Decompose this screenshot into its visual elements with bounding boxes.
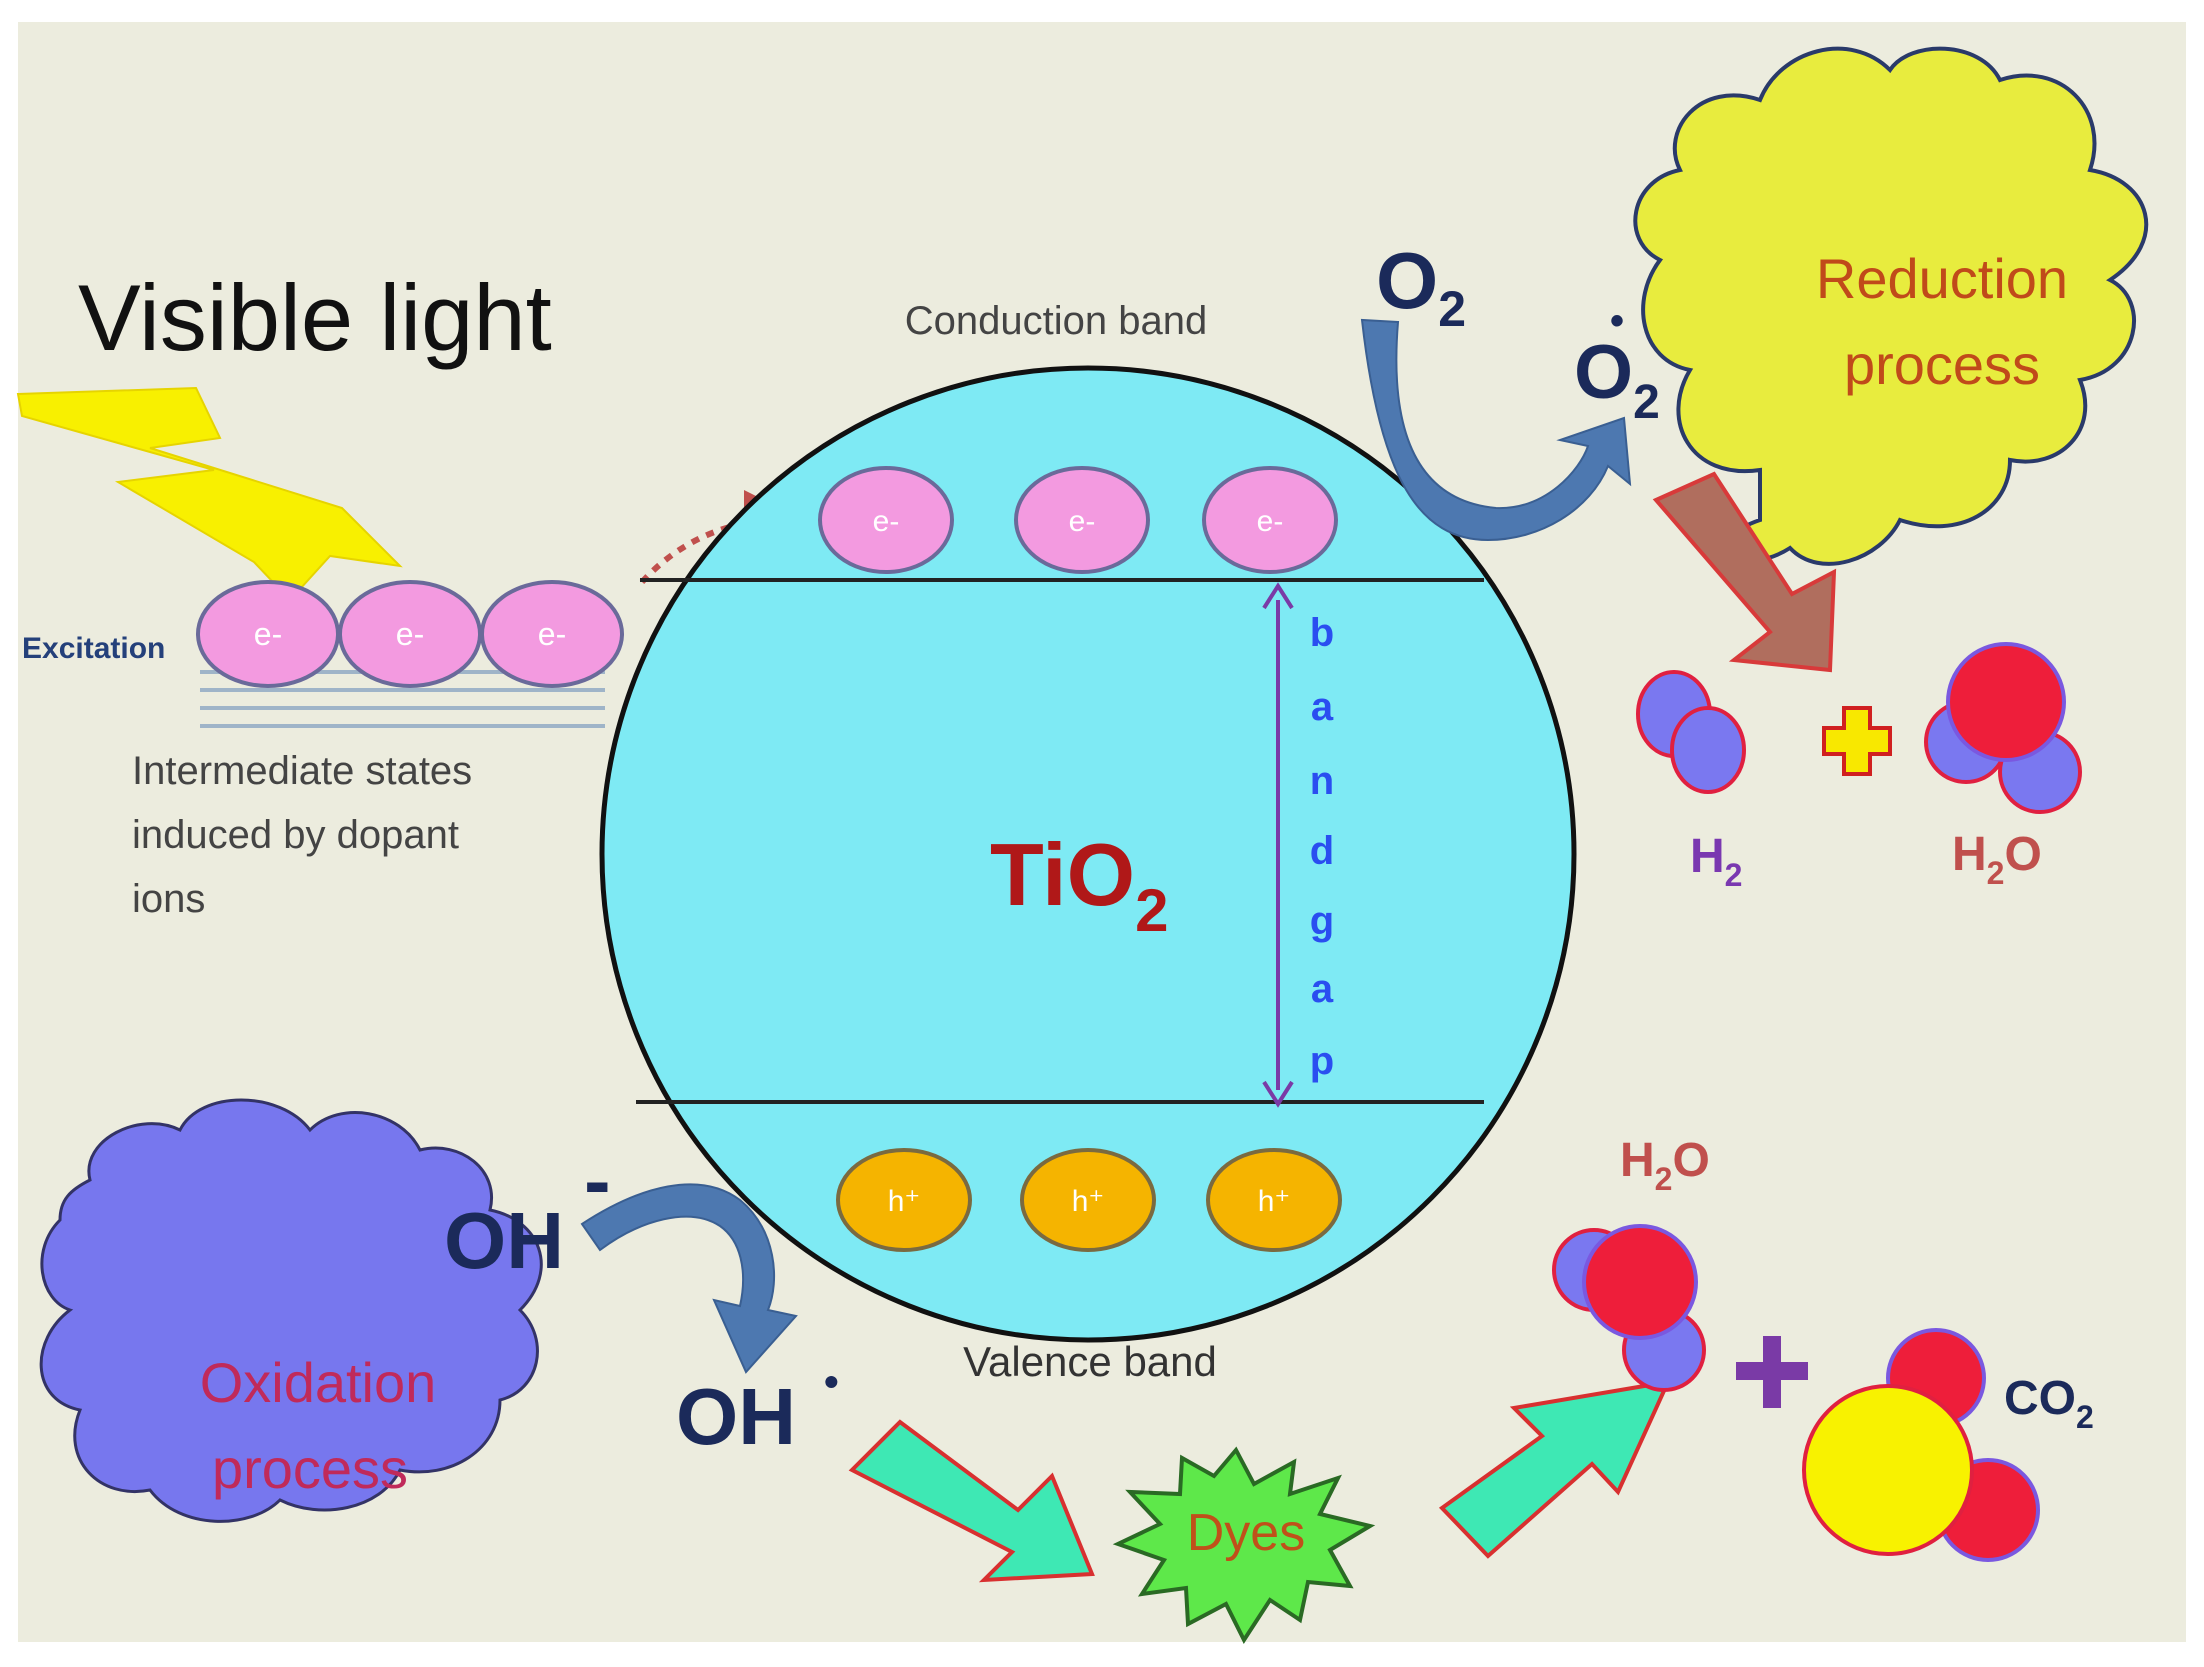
superoxide-label: O2 — [1574, 330, 1660, 429]
dyes-starburst — [1112, 1446, 1376, 1645]
reduction-curved-arrow — [1360, 318, 1632, 542]
svg-text:h⁺: h⁺ — [1258, 1185, 1291, 1218]
reduction-cloud-line-2: process — [1844, 333, 2040, 396]
svg-text:e-: e- — [873, 505, 900, 538]
water-label-top: H2O — [1952, 828, 2042, 891]
svg-text:n: n — [1310, 759, 1334, 803]
excitation-transfer-arrow — [639, 490, 804, 585]
water-label-bottom: H2O — [1620, 1134, 1710, 1197]
svg-text:p: p — [1310, 1039, 1334, 1083]
dye-input-arrow — [848, 1419, 1095, 1583]
hydrogen-molecule — [1636, 670, 1746, 794]
lightning-bolt-icon — [16, 386, 403, 602]
conduction-electron: e- — [1014, 466, 1150, 574]
doped-electron: e- — [196, 580, 340, 688]
hydroxyl-radical-dot: • — [824, 1358, 839, 1405]
plus-sign-bottom-icon — [1736, 1336, 1808, 1408]
plus-sign-bottom-text: + — [1772, 1371, 1774, 1373]
hydroxyl-radical-label: OH — [676, 1372, 796, 1461]
tio2-sphere — [599, 365, 1577, 1343]
intermediate-states-line-1: Intermediate states — [132, 749, 472, 793]
oxidation-cloud-line-2: process — [212, 1437, 408, 1500]
svg-text:h⁺: h⁺ — [1072, 1185, 1105, 1218]
conduction-electron: e- — [818, 466, 954, 574]
oxidation-cloud-line-1: Oxidation — [200, 1351, 437, 1414]
water-molecule — [1924, 642, 2082, 814]
excitation-label: Excitation — [22, 632, 165, 665]
reduction-cloud — [1633, 46, 2149, 566]
valence-band-label: Valence band — [963, 1338, 1217, 1385]
visible-light-title: Visible light — [78, 265, 552, 370]
valence-hole: h⁺ — [836, 1148, 972, 1252]
hydroxide-label: OH — [444, 1196, 564, 1285]
band-gap-label: b a n d g a p — [1310, 611, 1334, 1083]
svg-text:e-: e- — [254, 616, 282, 652]
svg-text:a: a — [1311, 967, 1334, 1011]
reduction-cloud-line-1: Reduction — [1816, 247, 2068, 310]
superoxide-radical-dot: • — [1610, 299, 1624, 343]
svg-text:d: d — [1310, 829, 1334, 873]
conduction-band-label: Conduction band — [905, 299, 1207, 343]
valence-hole: h⁺ — [1206, 1148, 1342, 1252]
intermediate-states-line-2: induced by dopant — [132, 813, 459, 857]
water-molecule-bottom — [1552, 1224, 1706, 1392]
dye-output-arrow — [1438, 1379, 1672, 1559]
svg-text:e-: e- — [538, 616, 566, 652]
band-gap-arrow — [1262, 582, 1294, 1108]
plus-sign-text: + — [1857, 739, 1859, 741]
svg-text:e-: e- — [1069, 505, 1096, 538]
svg-text:a: a — [1311, 685, 1334, 729]
tio2-label: TiO2 — [990, 825, 1168, 944]
carbon-dioxide-label: CO2 — [2004, 1372, 2094, 1435]
doped-electron: e- — [480, 580, 624, 688]
carbon-dioxide-molecule — [1802, 1328, 2040, 1562]
hydrogen-label: H2 — [1690, 830, 1742, 893]
plus-sign-icon — [1822, 706, 1892, 776]
reduction-product-arrow — [1652, 471, 1837, 673]
svg-text:h⁺: h⁺ — [888, 1185, 921, 1218]
dyes-label: Dyes — [1187, 1504, 1305, 1562]
oxygen-label: O2 — [1376, 236, 1466, 337]
svg-text:e-: e- — [396, 616, 424, 652]
conduction-electron: e- — [1202, 466, 1338, 574]
intermediate-states-line-3: ions — [132, 877, 205, 921]
svg-text:g: g — [1310, 899, 1334, 943]
valence-hole: h⁺ — [1020, 1148, 1156, 1252]
oxidation-curved-arrow — [580, 1183, 798, 1374]
oxidation-cloud — [39, 1098, 543, 1523]
svg-text:e-: e- — [1257, 505, 1284, 538]
svg-text:b: b — [1310, 611, 1334, 655]
doped-electron: e- — [338, 580, 482, 688]
